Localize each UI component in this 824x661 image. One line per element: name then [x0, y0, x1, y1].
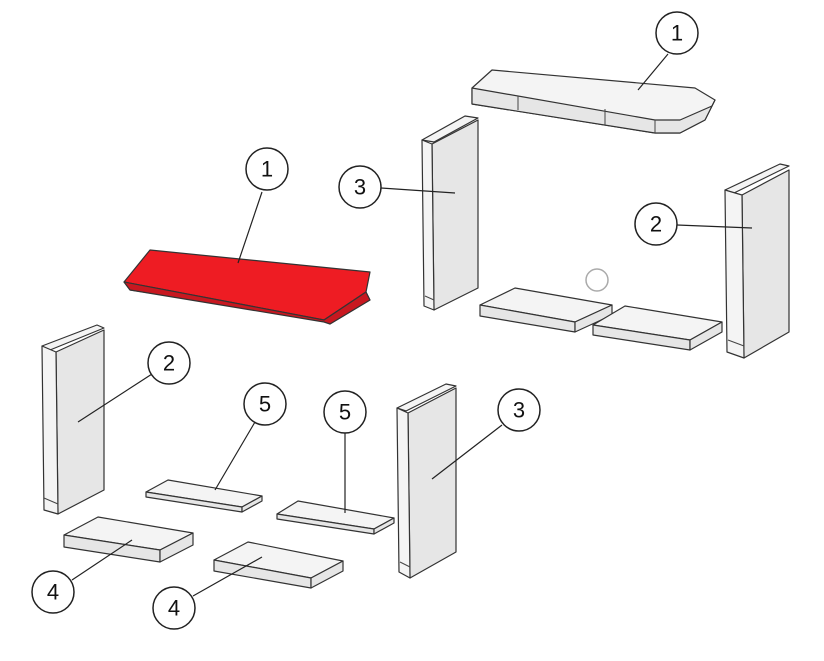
part-5-slab-left — [145, 479, 263, 513]
part-1-highlighted-slab — [123, 249, 371, 325]
part-2-right-side-panel — [724, 163, 790, 359]
part-4-lower-brick-right — [213, 541, 344, 589]
part-2-left-side-panel — [41, 324, 105, 515]
callout-4-left: 4 — [31, 570, 75, 614]
callout-label: 3 — [513, 398, 525, 423]
callout-label: 2 — [650, 212, 662, 237]
callout-label: 4 — [168, 596, 180, 621]
callout-label: 5 — [339, 400, 351, 425]
callout-5-left: 5 — [243, 382, 287, 426]
callout-1-top-right: 1 — [655, 11, 699, 55]
callout-label: 1 — [671, 21, 683, 46]
callout-label: 4 — [47, 580, 59, 605]
callout-4-right: 4 — [152, 586, 196, 630]
callout-3-upper: 3 — [338, 165, 382, 209]
callout-3-lower: 3 — [497, 388, 541, 432]
callout-label: 2 — [163, 351, 175, 376]
callout-label: 5 — [259, 392, 271, 417]
part-1-top-slab — [471, 69, 716, 134]
callout-1-highlighted: 1 — [245, 147, 289, 191]
part-4-upper-floor-brick-right — [592, 305, 723, 351]
callout-2-right: 2 — [634, 202, 678, 246]
callout-label: 1 — [261, 157, 273, 182]
part-3-upper-side-panel — [421, 115, 479, 311]
part-3-lower-side-panel — [396, 383, 457, 579]
callout-5-right: 5 — [323, 390, 367, 434]
part-4-lower-brick-left — [63, 516, 194, 563]
leader-lines — [71, 53, 753, 597]
part-5-slab-right — [276, 500, 395, 535]
empty-marker-circle — [585, 268, 609, 292]
part-4-upper-floor-brick-left — [479, 287, 613, 333]
callout-label: 3 — [354, 175, 366, 200]
callout-2-left: 2 — [147, 341, 191, 385]
